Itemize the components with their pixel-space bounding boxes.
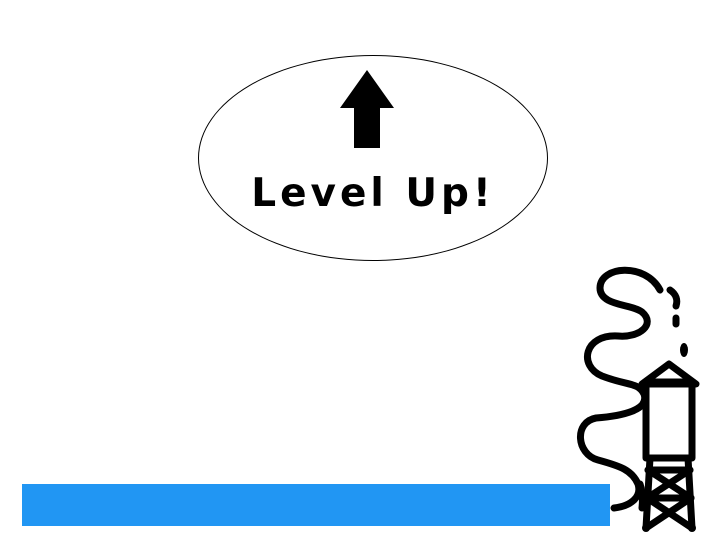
experience-progress-bar (22, 484, 610, 526)
experience-progress-fill (22, 484, 610, 526)
level-up-bubble (198, 55, 548, 261)
level-up-text: Level Up! (251, 171, 495, 216)
up-arrow-icon (340, 70, 394, 148)
water-tower-icon (577, 266, 700, 532)
